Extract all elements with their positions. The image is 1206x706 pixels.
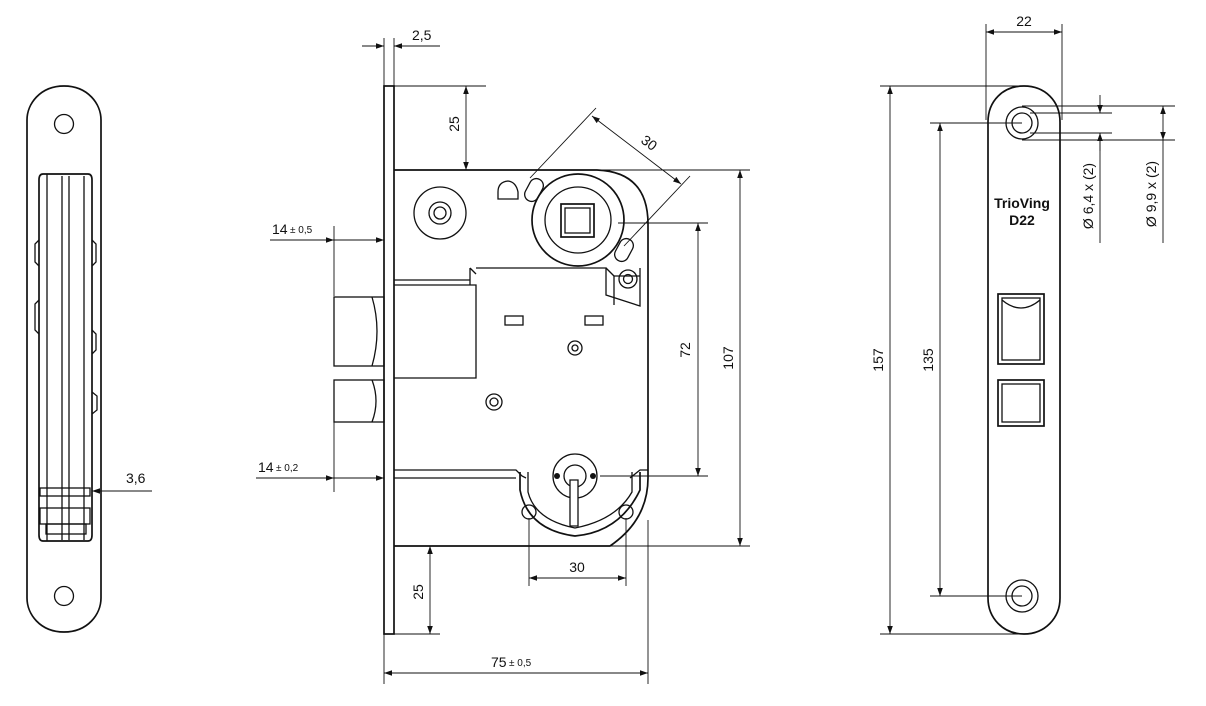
- dimension-body-height: 107: [597, 169, 750, 547]
- bolt-opening: [997, 379, 1045, 427]
- side-body: [34, 173, 98, 542]
- faceplate-front-view: TrioVing D22 22 157: [870, 13, 1175, 635]
- dimension-backset-tolerance: ± 0,5: [509, 658, 532, 669]
- slot-window-right: [584, 315, 604, 326]
- side-top-screw-hole: [53, 113, 75, 135]
- dimension-spindle-angle-label: 30: [638, 132, 660, 154]
- dimension-latch-depth-tolerance: ± 0,5: [290, 225, 313, 236]
- mount-boss-outer: [413, 186, 467, 240]
- dimension-top-offset: 25: [394, 85, 486, 170]
- slot-top-left: [524, 177, 544, 203]
- side-faceplate-outline: [26, 85, 102, 633]
- dimension-bolt-depth-value: 14: [258, 459, 274, 475]
- side-view: 3,6: [26, 85, 152, 633]
- dimension-latch-depth-value: 14: [272, 221, 288, 237]
- inner-plate: [476, 267, 641, 307]
- hole-large-label: Ø 9,9 x (2): [1143, 161, 1159, 227]
- dimension-hole-small: Ø 6,4 x (2): [1030, 95, 1112, 243]
- hole-small-label: Ø 6,4 x (2): [1080, 163, 1096, 229]
- dimension-total-height-label: 157: [870, 348, 886, 372]
- pin-lower-left: [485, 393, 503, 411]
- dimension-faceplate-width-label: 22: [1016, 13, 1032, 29]
- pin-center: [567, 340, 583, 356]
- dimension-latch-depth: 14 ± 0,5: [270, 221, 384, 296]
- dimension-bolt-depth: 14 ± 0,2: [256, 422, 384, 492]
- spindle-square-hole: [560, 203, 595, 238]
- dimension-center-distance-label: 72: [677, 342, 693, 358]
- dimension-latch-side-label: 3,6: [126, 470, 146, 486]
- follower-boss-inner: [544, 186, 612, 254]
- latch-opening: [997, 293, 1045, 365]
- dimension-cylinder-width: 30: [528, 518, 627, 586]
- latch-tongue: [333, 296, 385, 367]
- brand-name: TrioVing: [994, 195, 1050, 211]
- dead-bolt: [333, 379, 385, 423]
- lower-plate: [394, 469, 648, 479]
- slot-top-right: [614, 237, 634, 263]
- dimension-hole-distance: 135: [920, 122, 1022, 597]
- dimension-faceplate-thickness: 2,5: [362, 27, 440, 86]
- cam: [569, 479, 579, 527]
- dimension-total-height: 157: [870, 85, 1024, 635]
- follower-boss-outer: [531, 173, 625, 267]
- dimension-backset: 75 ± 0,5: [383, 520, 649, 684]
- dimension-center-distance: 72: [600, 222, 708, 477]
- latch-bar: [394, 284, 477, 379]
- pin-right: [618, 269, 638, 289]
- dimension-cylinder-width-label: 30: [569, 559, 585, 575]
- dimension-backset-value: 75: [491, 654, 507, 670]
- stop-pin: [497, 180, 519, 200]
- dimension-latch-side: 3,6: [92, 470, 152, 494]
- side-bottom-screw-hole: [53, 585, 75, 607]
- dimension-hole-distance-label: 135: [920, 348, 936, 372]
- slot-window-left: [504, 315, 524, 326]
- dimension-hole-large: Ø 9,9 x (2): [1022, 105, 1175, 243]
- dimension-body-height-label: 107: [720, 346, 736, 370]
- dimension-bottom-offset-label: 25: [410, 584, 426, 600]
- dimension-faceplate-width: 22: [985, 13, 1063, 120]
- dimension-bolt-depth-tolerance: ± 0,2: [276, 463, 299, 474]
- brand-model: D22: [1009, 212, 1035, 228]
- dimension-top-offset-label: 25: [446, 116, 462, 132]
- dimension-bottom-offset: 25: [394, 546, 440, 635]
- lock-body-view: 2,5 25 30 14 ± 0,5: [256, 27, 750, 684]
- cylinder-cutout: [519, 472, 641, 537]
- dimension-faceplate-thickness-label: 2,5: [412, 27, 432, 43]
- lock-faceplate-strip: [383, 85, 395, 635]
